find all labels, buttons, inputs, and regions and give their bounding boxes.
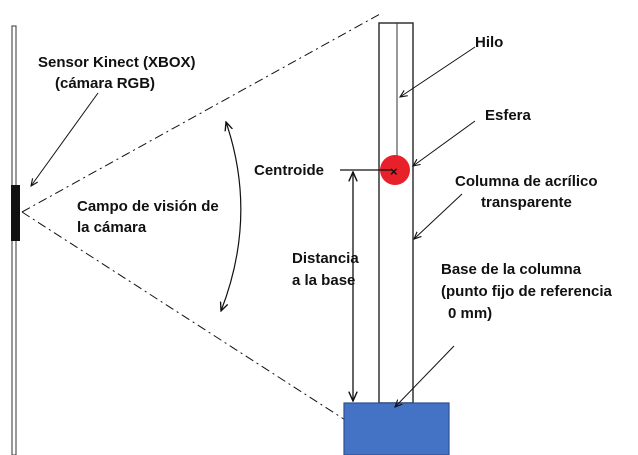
sensor-label-line2: (cámara RGB) <box>55 75 155 92</box>
centroide-label: Centroide <box>254 162 324 179</box>
esfera-label: Esfera <box>485 107 532 124</box>
base-label-line2: (punto fijo de referencia <box>441 283 613 300</box>
centroid-marker: × <box>390 164 398 179</box>
base-label-line1: Base de la columna <box>441 261 582 278</box>
distance-label-line2: a la base <box>292 272 355 289</box>
acrylic-column <box>378 22 414 404</box>
kinect-sensor <box>11 185 20 241</box>
column-base <box>343 402 450 455</box>
base-leader-arrow <box>395 345 455 407</box>
field-label-line2: la cámara <box>77 219 147 236</box>
esfera-leader-arrow <box>413 120 476 166</box>
sensor-leader-arrow <box>31 92 99 186</box>
column-label-line1: Columna de acrílico <box>455 173 598 190</box>
fov-arc <box>221 122 242 311</box>
hilo-leader-arrow <box>400 46 476 97</box>
column-label-line2: transparente <box>481 194 572 211</box>
fov-lower-line <box>21 211 396 453</box>
sphere <box>380 155 410 185</box>
base-label-line3: 0 mm) <box>448 305 492 322</box>
sensor-label-line1: Sensor Kinect (XBOX) <box>38 54 196 71</box>
fov-upper-line <box>21 13 381 213</box>
hilo-label: Hilo <box>475 34 503 51</box>
column-leader-arrow <box>414 193 463 239</box>
field-label-line1: Campo de visión de <box>77 198 219 215</box>
distance-label-line1: Distancia <box>292 250 359 267</box>
